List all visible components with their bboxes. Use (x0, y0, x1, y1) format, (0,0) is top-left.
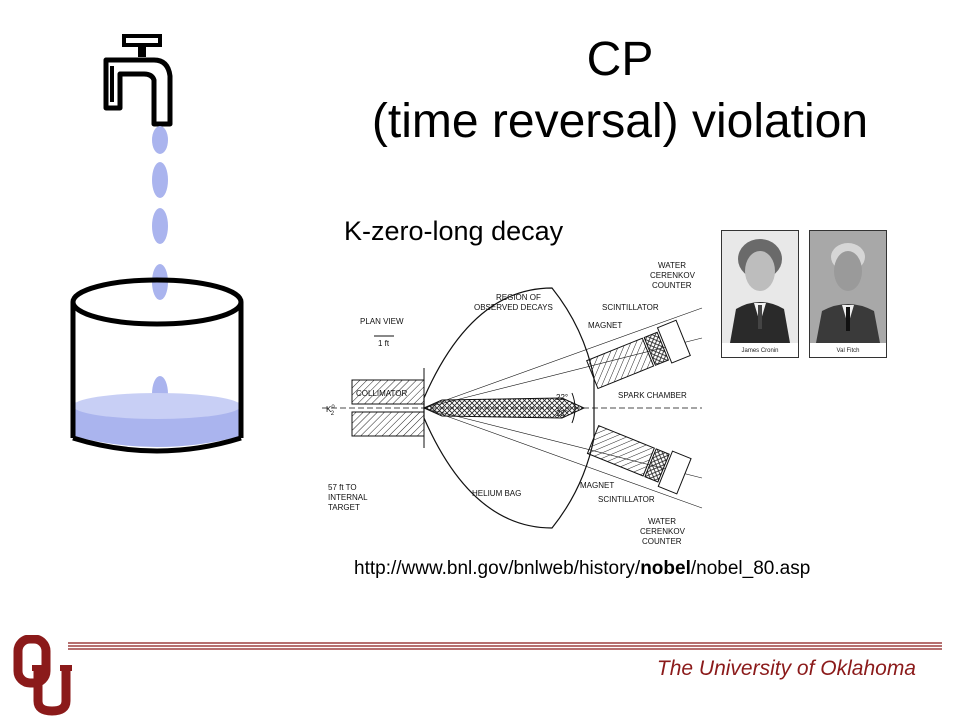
label-water-top-1: WATER (658, 261, 686, 270)
footer-university-name: The University of Oklahoma (656, 657, 916, 680)
ou-logo-icon (13, 635, 72, 716)
footer-rule (68, 642, 942, 650)
label-water-bottom-1: WATER (648, 517, 676, 526)
slide-subtitle: K-zero-long decay (344, 216, 564, 246)
photo-caption-cronin: James Cronin (741, 348, 779, 354)
label-angle-bottom: 22° (556, 409, 568, 418)
slide-title-line-1: CP (586, 33, 654, 86)
label-helium-bag: HELIUM BAG (472, 489, 521, 498)
label-scale: 1 ft (378, 339, 390, 348)
label-target-2: INTERNAL (328, 493, 368, 502)
label-water-bottom-3: COUNTER (642, 537, 682, 546)
url-prefix: http://www.bnl.gov/bnlweb/history/ (354, 558, 641, 579)
label-collimator: COLLIMATOR (356, 389, 407, 398)
label-angle-top: 22° (556, 393, 568, 402)
label-water-top-3: COUNTER (652, 281, 692, 290)
label-scintillator-bottom: SCINTILLATOR (598, 495, 655, 504)
label-magnet-top: MAGNET (588, 321, 622, 330)
label-region-1: REGION OF (496, 293, 541, 302)
bucket-icon (70, 277, 244, 454)
label-magnet-bottom: MAGNET (580, 481, 614, 490)
source-url[interactable]: http://www.bnl.gov/bnlweb/history/nobel/… (354, 558, 810, 580)
label-target-3: TARGET (328, 503, 360, 512)
label-target-1: 57 ft TO (328, 483, 357, 492)
photo-james-cronin: James Cronin (721, 230, 799, 358)
label-plan-view: PLAN VIEW (360, 317, 404, 326)
portrait-fitch-image (810, 231, 886, 343)
label-water-top-2: CERENKOV (650, 271, 696, 280)
label-spark-chamber: SPARK CHAMBER (618, 391, 687, 400)
photo-val-fitch: Val Fitch (809, 230, 887, 358)
url-suffix: /nobel_80.asp (690, 558, 811, 579)
portrait-cronin-image (722, 231, 798, 343)
url-bold: nobel (640, 558, 691, 579)
faucet-icon (103, 34, 173, 127)
label-water-bottom-2: CERENKOV (640, 527, 686, 536)
label-region-2: OBSERVED DECAYS (474, 303, 553, 312)
photo-caption-fitch: Val Fitch (836, 348, 860, 354)
slide-title-line-2: (time reversal) violation (371, 95, 869, 148)
label-scintillator-top: SCINTILLATOR (602, 303, 659, 312)
